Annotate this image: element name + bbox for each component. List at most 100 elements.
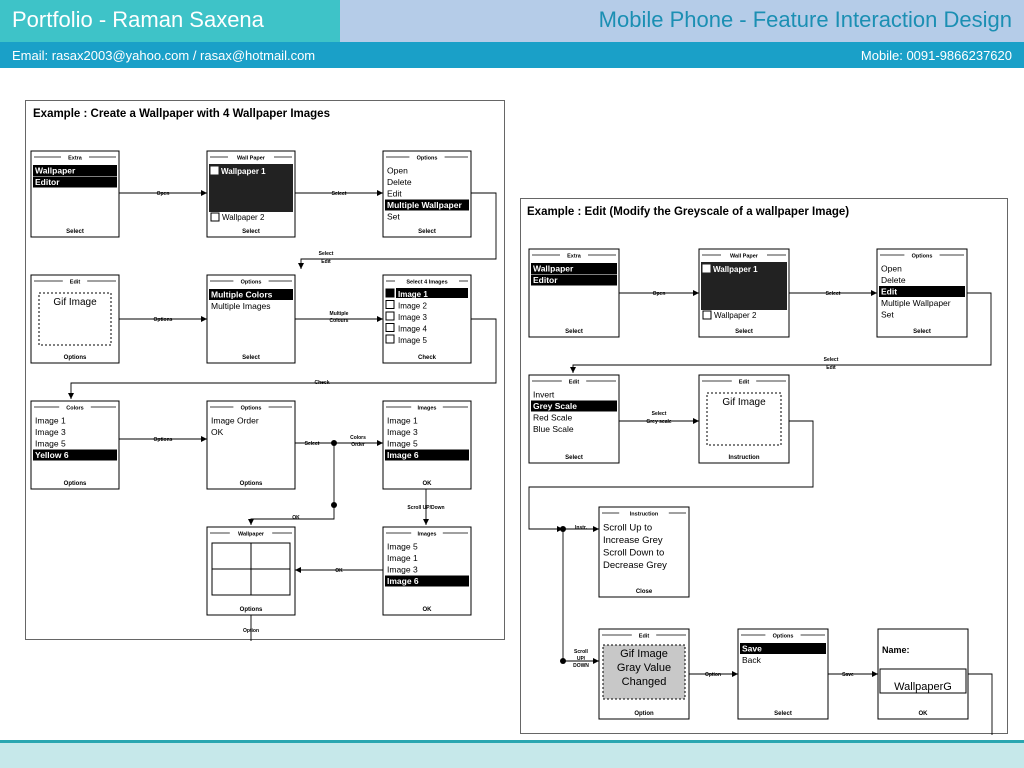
screen-item: Wallpaper 2 [714, 311, 757, 320]
header-left-block: Portfolio - Raman Saxena [0, 0, 340, 42]
softkey-label: Check [418, 355, 437, 361]
arrow-label: Select [319, 251, 334, 257]
screen-item: Decrease Grey [603, 560, 667, 571]
checkbox-icon [385, 311, 395, 321]
screen-item: Image 2 [398, 302, 427, 311]
screen-title: Extra [68, 156, 83, 162]
softkey-label: Options [240, 481, 263, 487]
arrow-label: Select [826, 291, 841, 297]
example-panel-edit-greyscale: Example : Edit (Modify the Greyscale of … [520, 198, 1008, 735]
screen-frame [206, 274, 296, 364]
screen-item: Edit [387, 189, 402, 199]
screen-item: Image 3 [387, 565, 418, 575]
arrow-label: Scroll [574, 649, 589, 655]
screen-item: Image 5 [398, 336, 427, 345]
wallpaper-dark-area [701, 262, 787, 310]
screen-item: Multiple Wallpaper [387, 200, 462, 210]
arrow-label: Edit [321, 259, 331, 265]
title-backing [62, 277, 88, 285]
screen-frame [30, 400, 120, 490]
checkbox-icon [385, 334, 395, 344]
screen-frame [528, 248, 620, 338]
selected-item-highlight [531, 400, 617, 412]
screen-frame [598, 506, 690, 598]
screen-frame [737, 628, 829, 720]
flow-arrow [570, 292, 992, 373]
screen-item: Multiple Images [211, 301, 271, 311]
softkey-label: Select [66, 229, 84, 235]
arrow-label: UP/ [577, 656, 586, 662]
softkey-label: OK [919, 711, 929, 717]
arrow-label: Select [305, 441, 320, 447]
screen-title: Wall Paper [730, 254, 759, 260]
header-right-block: Mobile Phone - Feature Interaction Desig… [340, 0, 1024, 42]
softkey-label: Close [636, 589, 653, 595]
screen-item: Invert [533, 390, 555, 400]
screen-item: Image 6 [387, 576, 419, 586]
title-backing [560, 251, 588, 259]
panel-title: Example : Edit (Modify the Greyscale of … [527, 206, 849, 218]
screen-item: Image 1 [35, 416, 66, 426]
title-backing [561, 377, 587, 385]
wallpaper-dark-area [209, 164, 293, 212]
title-backing [619, 509, 669, 517]
arrow-label: Open [157, 191, 170, 197]
softkey-label: Options [64, 355, 87, 361]
screen-item: Delete [881, 275, 906, 285]
arrow-label: DOWN [573, 663, 589, 669]
screen-title: Edit [70, 280, 81, 286]
screen-item: Back [742, 655, 762, 665]
softkey-label: OK [423, 481, 433, 487]
arrow-label: Open [653, 291, 666, 297]
softkey-label: Instruction [729, 455, 760, 461]
screen-item: Image 5 [35, 439, 66, 449]
arrow-label: Select [652, 411, 667, 417]
softkey-label: Options [64, 481, 87, 487]
arrow-label: Check [314, 380, 329, 386]
softkey-label: Options [240, 607, 263, 613]
flow-arrow [298, 192, 497, 269]
arrow-label: Instr. [575, 525, 588, 531]
screen-item: Image 5 [387, 542, 418, 552]
screen-item: Image 6 [387, 450, 419, 460]
selected-item-highlight [209, 289, 293, 300]
arrow-label: Option [705, 672, 721, 678]
contact-bar: Email: rasax2003@yahoo.com / rasax@hotma… [0, 42, 1024, 68]
screen-item: Scroll Up to [603, 523, 652, 534]
screen-item: Multiple Wallpaper [881, 298, 951, 308]
arrow-label: Save [842, 672, 854, 678]
name-input-field [879, 668, 967, 694]
screen-title: Select 4 Images [406, 280, 447, 286]
selected-item-highlight [33, 449, 117, 461]
title-backing [229, 529, 273, 537]
screen-item: Delete [387, 177, 412, 187]
screen-item: Image 3 [387, 427, 418, 437]
selected-item-highlight [740, 643, 826, 654]
flow-diagram-create-wallpaper: Example : Create a Wallpaper with 4 Wall… [30, 108, 497, 641]
checkbox-icon [385, 323, 395, 332]
screen-item: Wallpaper 1 [221, 167, 266, 176]
arrow-label: Colours [330, 318, 349, 324]
softkey-label: OK [423, 607, 433, 613]
screen-item: Multiple Colors [211, 290, 273, 300]
screen-title: Options [241, 406, 262, 412]
arrow-label: Multiple [330, 311, 349, 317]
selected-item-highlight [531, 274, 617, 286]
title-backing [233, 403, 269, 411]
image-placeholder-label: Gif Image [53, 297, 97, 308]
screen-frame [382, 400, 472, 490]
screen-item: Blue Scale [533, 424, 574, 434]
arrow-label: Order [351, 442, 365, 448]
flow-diagram-edit-greyscale: Example : Edit (Modify the Greyscale of … [527, 206, 993, 735]
screen-item: OK [211, 427, 224, 437]
screen-item: Image 1 [398, 290, 428, 299]
screen-item: Scroll Down to [603, 548, 664, 559]
